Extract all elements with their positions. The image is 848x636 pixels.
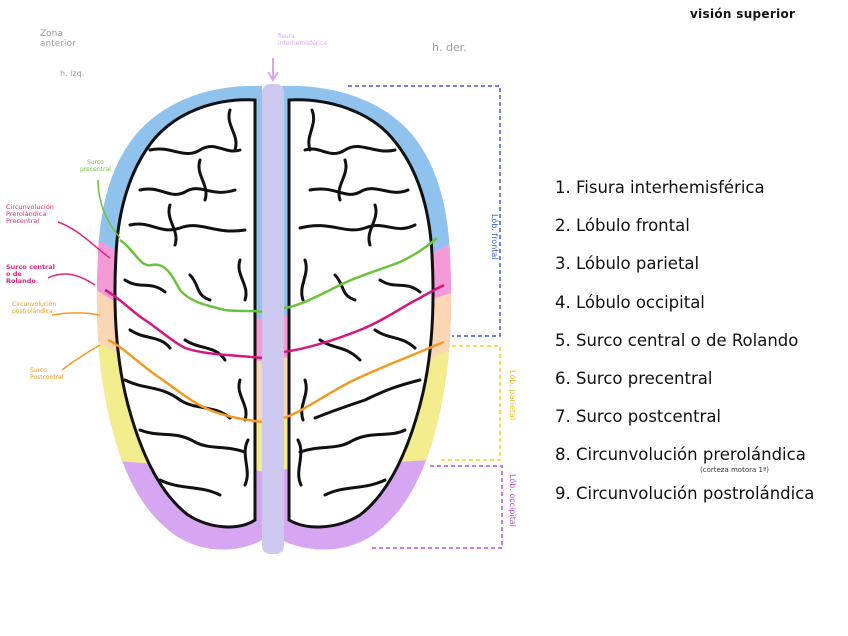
label-circ-prerolandica: Circunvolución Prerolándica Precentral — [6, 203, 54, 226]
label-lob-parietal: Lób. parietal — [508, 370, 517, 421]
surco-precentral-right — [283, 237, 438, 310]
legend-item: 4. Lóbulo occipital — [555, 292, 705, 312]
legend-item: 5. Surco central o de Rolando — [555, 330, 799, 350]
legend-item: 1. Fisura interhemisférica — [555, 178, 765, 197]
surco-central-right — [283, 283, 445, 354]
cortex-interior-right — [287, 98, 435, 529]
pointer-surco-precentral — [97, 179, 121, 239]
diagram-title: visión superior — [690, 7, 796, 21]
label-fisura: fisura interhemisférica — [278, 33, 327, 47]
surco-postcentral-right — [283, 340, 445, 420]
label-lob-occipital: Lób. occipital — [508, 474, 517, 527]
legend-item: 2. Lóbulo frontal — [555, 216, 690, 236]
legend-item: 9. Circunvolución postrolándica — [555, 483, 815, 503]
label-lob-frontal: Lób. frontal — [490, 214, 499, 260]
label-surco-postcentral: Surco Postcentral — [30, 367, 64, 381]
cortex-interior-left — [113, 98, 257, 529]
pointer-surco-postcentral — [61, 344, 101, 371]
surco-postcentral-left — [107, 338, 263, 424]
legend-item: 7. Surco postcentral — [555, 407, 722, 427]
surco-precentral-left — [119, 238, 263, 314]
bracket-occipital — [370, 465, 503, 549]
label-circ-postrolandica: Circunvolución postrolándica — [12, 301, 57, 315]
pointer-circ-postrolandica — [51, 312, 101, 316]
label-zona-anterior: Zona anterior — [40, 29, 76, 49]
legend-item: 6. Surco precentral — [555, 368, 713, 388]
label-surco-precentral: Surco precentral — [80, 159, 111, 173]
legend-list: 1. Fisura interhemisférica 2. Lóbulo fro… — [555, 178, 814, 522]
label-surco-central: Surco central o de Rolando — [6, 263, 55, 286]
label-hemisferio-derecho: h. der. — [432, 41, 467, 54]
surco-central-left — [104, 288, 263, 360]
sulci-left — [123, 108, 250, 497]
pointer-surco-central — [47, 273, 96, 286]
legend-item: 8. Circunvolución prerolándica — [555, 445, 806, 465]
label-hemisferio-izquierdo: h. izq. — [60, 69, 85, 78]
legend-note: (corteza motora 1ª) — [700, 466, 769, 474]
legend-item: 3. Lóbulo parietal — [555, 254, 700, 274]
bracket-frontal — [348, 85, 501, 337]
pointer-circ-prerolandica — [57, 221, 111, 259]
interhemispheric-fissure — [262, 84, 284, 554]
bracket-parietal — [440, 345, 501, 461]
